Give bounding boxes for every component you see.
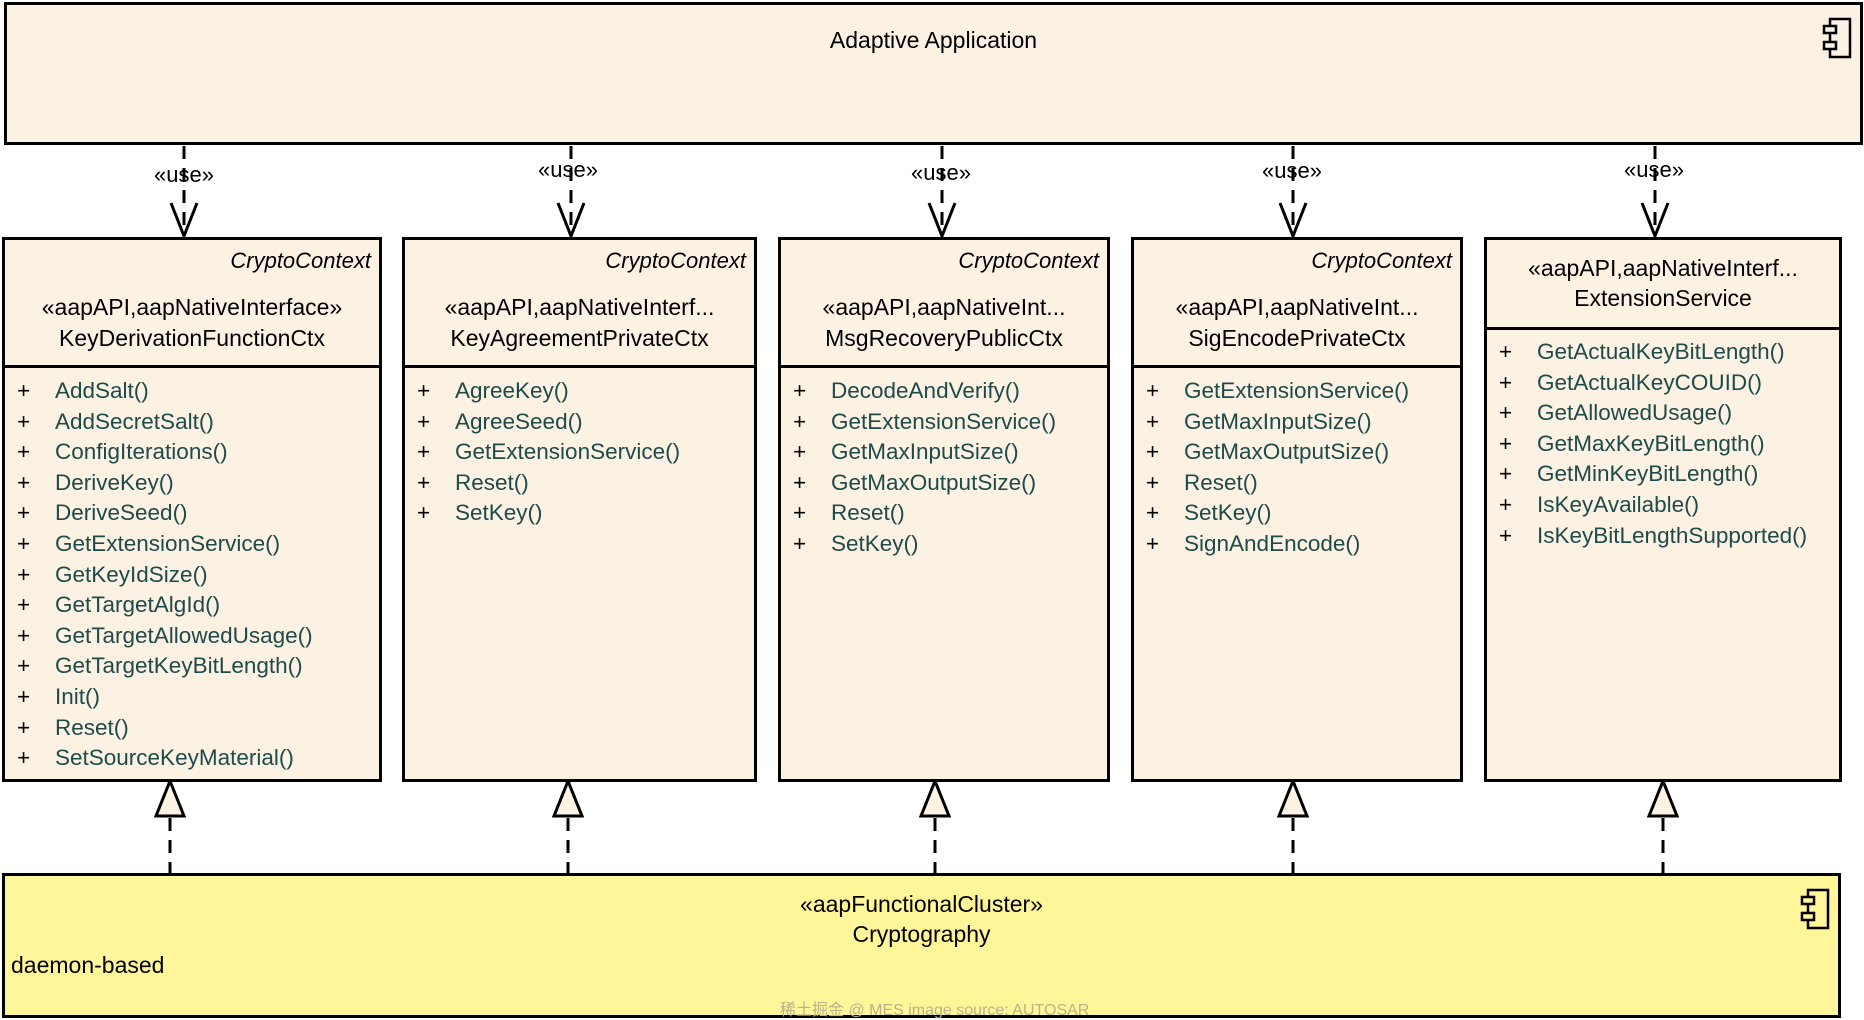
open-arrowheads — [169, 202, 1670, 241]
class-divider — [1134, 365, 1460, 368]
cluster-stereotype: «aapFunctionalCluster» — [800, 891, 1043, 917]
use-label-4: «use» — [1262, 158, 1322, 183]
operation-item: +GetExtensionService() — [1146, 378, 1410, 403]
operation-item: +GetMaxKeyBitLength() — [1499, 430, 1765, 456]
use-label-1: «use» — [154, 162, 214, 187]
operation-item: +SignAndEncode() — [1146, 530, 1361, 556]
class-name: MsgRecoveryPublicCtx — [825, 325, 1063, 351]
class-name: SigEncodePrivateCtx — [1188, 325, 1406, 351]
class-name: KeyDerivationFunctionCtx — [59, 325, 325, 351]
class-extension-service: «aapAPI,aapNativeInterf... ExtensionServ… — [1484, 237, 1842, 782]
operation-item: +Reset() — [793, 500, 905, 526]
class-name: ExtensionService — [1574, 285, 1752, 311]
operation-item: +GetMaxOutputSize() — [1146, 439, 1390, 465]
use-label-3: «use» — [911, 160, 971, 185]
class-divider — [405, 365, 754, 368]
cluster-note: daemon-based — [11, 952, 165, 978]
operation-item: +SetKey() — [793, 530, 919, 556]
operation-item: +AgreeSeed() — [417, 408, 583, 434]
class-context: CryptoContext — [605, 248, 746, 273]
operation-item: +IsKeyBitLengthSupported() — [1499, 522, 1808, 548]
operation-item: +GetTargetAlgId() — [17, 592, 221, 618]
use-label-2: «use» — [538, 157, 598, 182]
operation-item: +GetActualKeyCOUID() — [1499, 369, 1763, 395]
operation-item: +GetMinKeyBitLength() — [1499, 461, 1759, 487]
operation-list: +AgreeKey() +AgreeSeed() +GetExtensionSe… — [405, 376, 754, 529]
operation-list: +AddSalt() +AddSecretSalt() +ConfigItera… — [5, 376, 379, 774]
operation-item: +GetAllowedUsage() — [1499, 400, 1733, 426]
cryptography-cluster-component: «aapFunctionalCluster» Cryptography daem… — [2, 873, 1841, 1018]
operation-item: +SetKey() — [417, 500, 543, 526]
operation-item: +GetMaxOutputSize() — [793, 469, 1037, 495]
operation-item: +IsKeyAvailable() — [1499, 491, 1700, 517]
class-stereotype: «aapAPI,aapNativeInterface» — [41, 294, 343, 320]
operation-item: +GetKeyIdSize() — [17, 561, 208, 587]
component-icon — [1800, 888, 1830, 930]
operation-item: +Reset() — [1146, 469, 1258, 495]
class-sig-encode-private-ctx: CryptoContext «aapAPI,aapNativeInt... Si… — [1131, 237, 1463, 782]
class-context: CryptoContext — [958, 248, 1099, 273]
operation-item: +DecodeAndVerify() — [793, 378, 1020, 403]
adaptive-application-component: Adaptive Application — [4, 2, 1863, 145]
class-key-agreement-private-ctx: CryptoContext «aapAPI,aapNativeInterf...… — [402, 237, 757, 782]
operation-item: +DeriveKey() — [17, 469, 174, 495]
operation-list: +GetExtensionService() +GetMaxInputSize(… — [1134, 376, 1460, 560]
operation-item: +GetMaxInputSize() — [1146, 408, 1372, 434]
operation-item: +Reset() — [17, 714, 129, 740]
operation-item: +GetActualKeyBitLength() — [1499, 339, 1785, 364]
operation-list: +GetActualKeyBitLength() +GetActualKeyCO… — [1487, 337, 1839, 551]
class-stereotype: «aapAPI,aapNativeInt... — [1175, 294, 1419, 320]
operation-item: +SetKey() — [1146, 500, 1272, 526]
class-msg-recovery-public-ctx: CryptoContext «aapAPI,aapNativeInt... Ms… — [778, 237, 1110, 782]
operation-item: +SetSourceKeyMaterial() — [17, 745, 294, 771]
operation-item: +GetMaxInputSize() — [793, 439, 1019, 465]
class-divider — [781, 365, 1107, 368]
application-name: Adaptive Application — [829, 27, 1038, 53]
class-stereotype: «aapAPI,aapNativeInterf... — [444, 294, 715, 320]
operation-item: +DeriveSeed() — [17, 500, 188, 526]
class-stereotype: «aapAPI,aapNativeInt... — [822, 294, 1066, 320]
operation-item: +AddSalt() — [17, 378, 149, 403]
operation-list: +DecodeAndVerify() +GetExtensionService(… — [781, 376, 1107, 560]
use-label-5: «use» — [1624, 157, 1684, 182]
operation-item: +AddSecretSalt() — [17, 408, 214, 434]
realization-triangles — [153, 776, 1680, 818]
operation-item: +Init() — [17, 683, 100, 709]
operation-item: +GetExtensionService() — [793, 408, 1057, 434]
class-context: CryptoContext — [230, 248, 371, 273]
cluster-name: Cryptography — [852, 921, 991, 947]
operation-item: +GetTargetAllowedUsage() — [17, 622, 313, 648]
component-icon — [1822, 17, 1852, 59]
class-context: CryptoContext — [1311, 248, 1452, 273]
operation-item: +GetExtensionService() — [417, 439, 681, 465]
class-key-derivation-function-ctx: CryptoContext «aapAPI,aapNativeInterface… — [2, 237, 382, 782]
watermark: 稀土掘金 @ MES image source: AUTOSAR — [780, 1002, 1090, 1019]
class-divider — [5, 365, 379, 368]
class-divider — [1487, 327, 1839, 330]
class-stereotype: «aapAPI,aapNativeInterf... — [1528, 255, 1798, 281]
operation-item: +GetTargetKeyBitLength() — [17, 653, 303, 679]
operation-item: +Reset() — [417, 469, 529, 495]
operation-item: +GetExtensionService() — [17, 530, 281, 556]
operation-item: +ConfigIterations() — [17, 439, 228, 465]
operation-item: +AgreeKey() — [417, 378, 569, 403]
class-name: KeyAgreementPrivateCtx — [450, 325, 709, 351]
